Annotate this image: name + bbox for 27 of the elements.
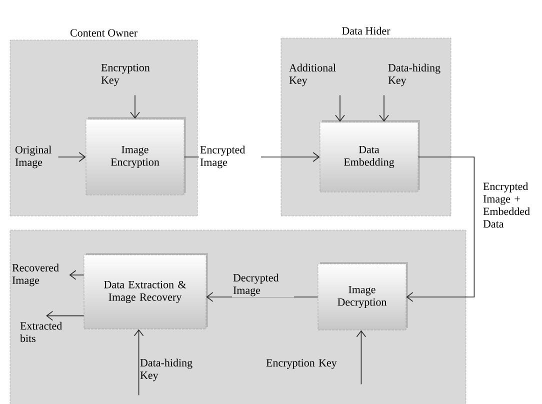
arrow xyxy=(134,329,144,396)
node-label: Content Owner xyxy=(70,29,138,37)
arrow xyxy=(130,94,140,119)
arrow xyxy=(335,94,345,122)
input-label: Extracted bits xyxy=(20,322,62,342)
edge-label: Encrypted Image xyxy=(199,144,261,170)
input-label: Encryption Key xyxy=(101,64,150,86)
arrow xyxy=(58,152,86,162)
arrow xyxy=(379,94,389,122)
arrow xyxy=(46,310,84,321)
process-box: Image Decryption xyxy=(318,262,408,330)
node-label: Data Hider xyxy=(342,26,390,35)
process-box: Data Extraction & Image Recovery xyxy=(84,253,208,330)
arrow xyxy=(406,156,475,302)
arrow xyxy=(356,330,366,385)
arrow xyxy=(206,292,318,302)
edge-label: Decrypted Image xyxy=(232,272,294,298)
process-box: Data Embedding xyxy=(320,120,420,192)
input-label: Original Image xyxy=(15,146,52,168)
edge-label: Encrypted Image + Embedded Data xyxy=(482,181,542,229)
process-box: Image Encryption xyxy=(86,117,186,196)
input-label: Data-hiding Key xyxy=(140,358,192,382)
input-label: Recovered Image xyxy=(12,264,59,286)
arrow xyxy=(69,270,84,280)
input-label: Additional Key xyxy=(289,64,336,86)
input-label: Data-hiding Key xyxy=(388,64,440,86)
input-label: Encryption Key xyxy=(266,359,337,369)
